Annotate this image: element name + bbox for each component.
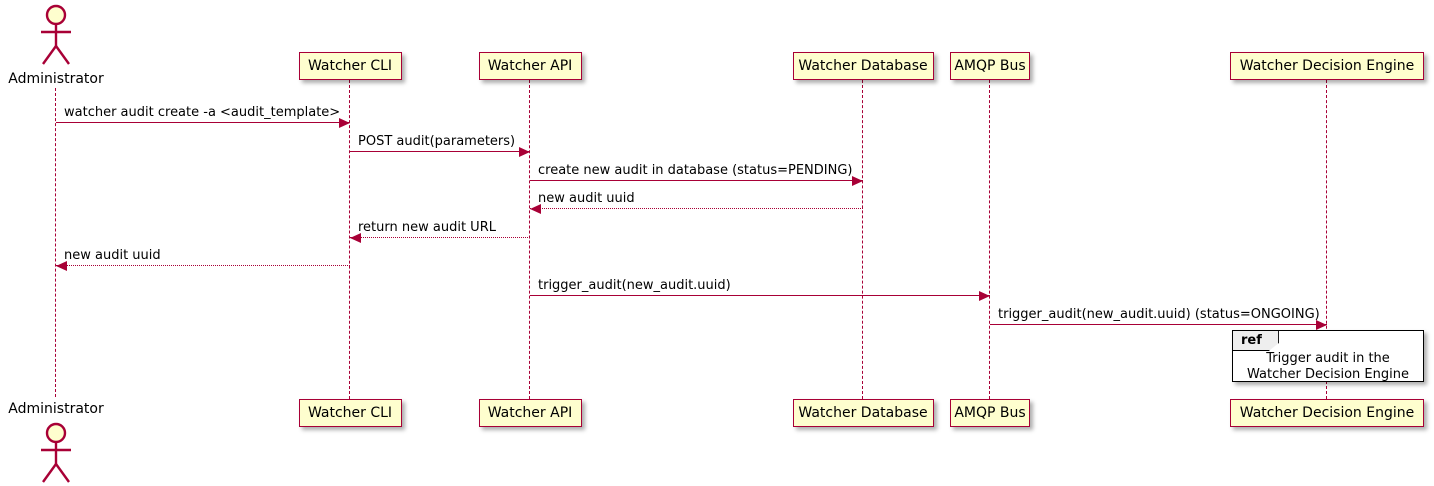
message-arrowhead-2 [519,146,530,157]
participant-watcher-decision-engine-top[interactable]: Watcher Decision Engine [1230,52,1424,80]
message-label-8: trigger_audit(new_audit.uuid) (status=ON… [998,307,1320,322]
actor-glyph-administrator [33,4,79,70]
participant-watcher-database-top[interactable]: Watcher Database [792,52,934,80]
message-label-6: new audit uuid [64,248,161,263]
message-arrowhead-6 [56,260,67,271]
participant-watcher-database-bottom[interactable]: Watcher Database [792,399,934,427]
message-line-6 [56,265,350,266]
message-arrowhead-7 [979,290,990,301]
ref-fragment-tab-label: ref [1233,331,1279,351]
participant-watcher-decision-engine-bottom[interactable]: Watcher Decision Engine [1230,399,1424,427]
message-label-7: trigger_audit(new_audit.uuid) [538,278,731,293]
message-line-1 [56,122,350,123]
message-arrowhead-1 [339,117,350,128]
participant-watcher-cli-top[interactable]: Watcher CLI [298,52,402,80]
lifeline-amqp-bus [989,80,991,399]
lifeline-watcher-api [529,80,531,399]
participant-watcher-cli-bottom[interactable]: Watcher CLI [298,399,402,427]
message-line-8 [990,324,1327,325]
participant-amqp-bus-top[interactable]: AMQP Bus [950,52,1030,80]
message-arrowhead-3 [852,175,863,186]
message-arrowhead-5 [350,232,361,243]
message-line-7 [530,295,990,296]
lifeline-watcher-decision-engine [1326,80,1328,399]
message-arrowhead-8 [1316,319,1327,330]
participant-amqp-bus-bottom[interactable]: AMQP Bus [950,399,1030,427]
message-label-3: create new audit in database (status=PEN… [538,163,853,178]
actor-label-administrator: Administrator [8,71,104,87]
actor-label-administrator: Administrator [8,401,104,417]
message-label-4: new audit uuid [538,191,635,206]
message-line-4 [530,208,863,209]
participant-watcher-api-top[interactable]: Watcher API [478,52,582,80]
message-label-5: return new audit URL [358,220,496,235]
message-line-3 [530,180,863,181]
message-arrowhead-4 [530,203,541,214]
lifeline-watcher-cli [349,80,351,399]
lifeline-watcher-database [862,80,864,399]
message-label-1: watcher audit create -a <audit_template> [64,105,341,120]
message-label-2: POST audit(parameters) [358,134,516,149]
participant-watcher-api-bottom[interactable]: Watcher API [478,399,582,427]
ref-fragment-text-line-1: Trigger audit in the [1266,351,1390,366]
lifeline-administrator [55,88,57,397]
message-line-5 [350,237,530,238]
actor-glyph-administrator [33,422,79,486]
message-line-2 [350,151,530,152]
ref-fragment-text-line-2: Watcher Decision Engine [1247,367,1409,382]
